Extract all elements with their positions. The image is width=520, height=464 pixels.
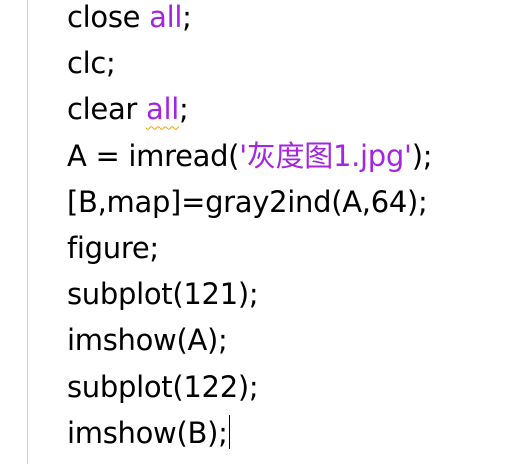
text-cursor bbox=[228, 414, 230, 449]
code-text: ); bbox=[411, 138, 433, 173]
code-text: ; bbox=[178, 92, 189, 127]
code-line-2[interactable]: clc; bbox=[67, 40, 432, 86]
code-text: imshow(A); bbox=[67, 323, 228, 358]
code-text: subplot(121); bbox=[67, 277, 259, 312]
code-line-5[interactable]: [B,map]=gray2ind(A,64); bbox=[67, 179, 432, 225]
code-line-6[interactable]: figure; bbox=[67, 225, 432, 271]
code-line-9[interactable]: subplot(122); bbox=[67, 364, 432, 410]
code-line-8[interactable]: imshow(A); bbox=[67, 317, 432, 363]
code-area[interactable]: close all; clc; clear all; A = imread('灰… bbox=[67, 0, 432, 456]
string-literal: '灰度图1.jpg' bbox=[239, 138, 412, 173]
code-text: subplot(122); bbox=[67, 369, 259, 404]
code-text: figure; bbox=[67, 230, 159, 265]
code-line-7[interactable]: subplot(121); bbox=[67, 271, 432, 317]
code-text: close bbox=[67, 0, 150, 34]
gutter-divider bbox=[27, 0, 28, 464]
code-text: clc; bbox=[67, 46, 116, 81]
code-line-3[interactable]: clear all; bbox=[67, 86, 432, 132]
code-line-10[interactable]: imshow(B); bbox=[67, 410, 432, 456]
code-text: A = imread( bbox=[67, 138, 240, 173]
code-text: imshow(B); bbox=[67, 415, 228, 450]
code-line-1[interactable]: close all; bbox=[67, 0, 432, 40]
code-text: [B,map]=gray2ind(A,64); bbox=[67, 184, 428, 219]
code-text: ; bbox=[182, 0, 192, 34]
code-text: clear bbox=[67, 92, 146, 127]
code-line-4[interactable]: A = imread('灰度图1.jpg'); bbox=[67, 133, 432, 179]
keyword-all-warning[interactable]: all bbox=[145, 92, 179, 127]
keyword-all: all bbox=[149, 0, 183, 34]
